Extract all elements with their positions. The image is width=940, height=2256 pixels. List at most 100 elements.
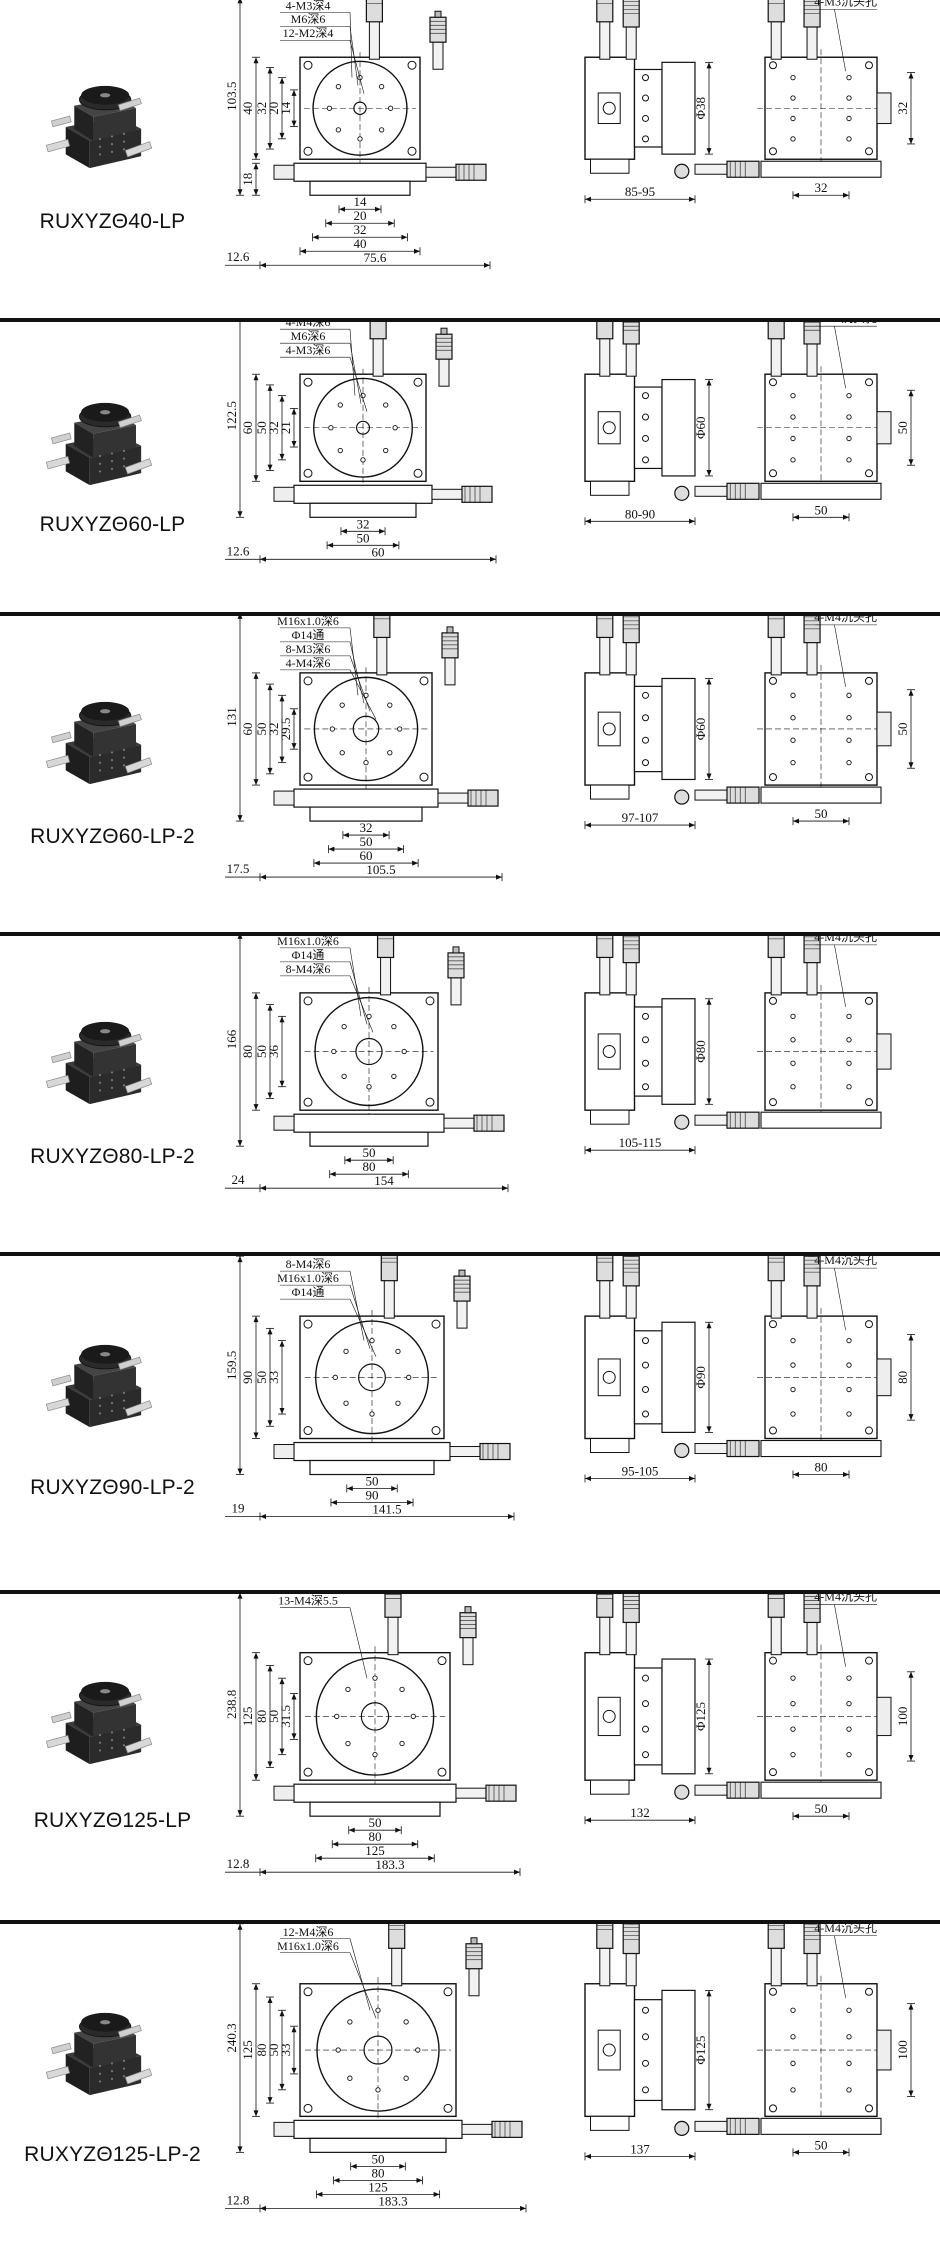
micrometer-head <box>425 163 487 181</box>
side-diameter-label: Φ60 <box>693 718 708 741</box>
micrometer-head <box>694 160 760 178</box>
callout-note: 12-M4深6 <box>283 1925 334 1939</box>
side-diameter-label: Φ38 <box>693 97 708 120</box>
micrometer-head <box>384 1594 402 1656</box>
micrometer-head <box>437 789 499 807</box>
dimension-label: 33 <box>266 1371 281 1384</box>
back-note-label: 4-M4沉头孔 <box>814 1256 877 1267</box>
dimension-label: 32 <box>266 722 281 735</box>
dimension-label: 159.5 <box>225 1351 239 1380</box>
micrometer-head <box>459 1606 477 1666</box>
dimension-label: 183.3 <box>375 1857 404 1872</box>
dimension-label: 80 <box>240 1045 255 1058</box>
dimension-label: 125 <box>240 2040 255 2060</box>
dimension-label: 32 <box>354 222 367 237</box>
back-note-label: 4-M4沉头孔 <box>814 322 877 325</box>
row-divider <box>0 932 940 936</box>
micrometer-head <box>596 1256 614 1319</box>
dimension-label: 50 <box>254 1045 269 1058</box>
left-offset-label: 17.5 <box>227 861 250 876</box>
dimension-label: 40 <box>354 236 367 251</box>
dimension-label: 14 <box>278 101 293 115</box>
dimension-label: 40 <box>240 102 255 115</box>
callout-note: 8-M4深6 <box>286 962 331 976</box>
micrometer-head <box>767 1924 785 1987</box>
dimension-label: 60 <box>240 722 255 735</box>
back-height-label: 32 <box>895 102 910 115</box>
side-view: 95-105 Φ90 <box>584 1256 713 1483</box>
dimension-label: 125 <box>240 1707 255 1726</box>
dimension-label: 50 <box>357 530 370 545</box>
callout-note: Φ14通 <box>292 628 325 642</box>
micrometer-head <box>622 1256 640 1319</box>
dimension-label: 154 <box>374 1173 394 1188</box>
micrometer-head <box>767 1594 785 1656</box>
micrometer-head <box>622 1594 640 1656</box>
callout-note: M16x1.0深6 <box>277 936 339 948</box>
dimension-label: 50 <box>266 1710 281 1723</box>
side-width-label: 137 <box>630 2141 650 2156</box>
side-diameter-label: Φ90 <box>693 1366 708 1389</box>
side-diameter-label: Φ60 <box>693 416 708 439</box>
dimension-label: 90 <box>240 1371 255 1384</box>
dimension-label: 32 <box>357 516 370 531</box>
micrometer-head <box>388 1924 406 1987</box>
side-width-label: 132 <box>630 1805 650 1820</box>
dimension-label: 105.5 <box>366 862 395 877</box>
dimension-label: 103.5 <box>225 82 239 111</box>
back-note-label: 4-M4沉头孔 <box>814 616 877 624</box>
micrometer-head <box>622 1924 640 1987</box>
product-photo <box>45 1681 153 1764</box>
micrometer-head <box>803 1924 821 1987</box>
callout-note: 4-M4深6 <box>286 656 331 670</box>
callout-note: M6深6 <box>291 329 326 343</box>
back-height-label: 100 <box>895 1707 910 1726</box>
dimension-label: 80 <box>254 1710 269 1723</box>
callout-note: 13-M4深5.5 <box>278 1594 338 1608</box>
callout-note: 12-M2深4 <box>283 26 334 40</box>
dimension-label: 60 <box>360 848 373 863</box>
micrometer-head <box>622 616 640 676</box>
dimension-label: 125 <box>365 1843 385 1858</box>
side-view: 80-90 Φ60 <box>584 322 713 526</box>
dimension-label: 50 <box>360 834 373 849</box>
micrometer-head <box>694 482 760 500</box>
side-width-label: 95-105 <box>622 1464 659 1479</box>
micrometer-head <box>465 1937 483 1997</box>
back-note-label: 4-M4沉头孔 <box>814 1924 877 1935</box>
back-width-label: 80 <box>815 1460 828 1475</box>
dimension-label: 50 <box>369 1815 382 1830</box>
left-offset-label: 12.8 <box>227 1856 250 1871</box>
dimension-label: 20 <box>354 208 367 223</box>
callout-note: Φ14通 <box>292 948 325 962</box>
product-photo <box>45 701 153 785</box>
dimension-label: 122.5 <box>225 401 239 430</box>
micrometer-head <box>694 1439 760 1458</box>
side-diameter-label: Φ125 <box>693 1702 708 1731</box>
dimension-label: 29.5 <box>278 718 293 741</box>
back-width-label: 50 <box>815 806 828 821</box>
side-width-label: 80-90 <box>625 506 655 521</box>
micrometer-head <box>429 10 447 70</box>
back-width-label: 50 <box>815 1801 828 1816</box>
dimension-label: 131 <box>225 707 239 727</box>
dimension-label: 60 <box>240 421 255 434</box>
side-diameter-label: Φ80 <box>693 1040 708 1063</box>
micrometer-head <box>596 1924 614 1987</box>
model-name: RUXYZΘ125-LP-2 <box>24 2143 201 2167</box>
micrometer-head <box>455 1784 517 1802</box>
dimension-label: 50 <box>372 2151 385 2166</box>
micrometer-head <box>767 322 785 377</box>
micrometer-head <box>694 1781 760 1799</box>
micrometer-head <box>694 2117 760 2135</box>
product-photo <box>45 86 153 169</box>
